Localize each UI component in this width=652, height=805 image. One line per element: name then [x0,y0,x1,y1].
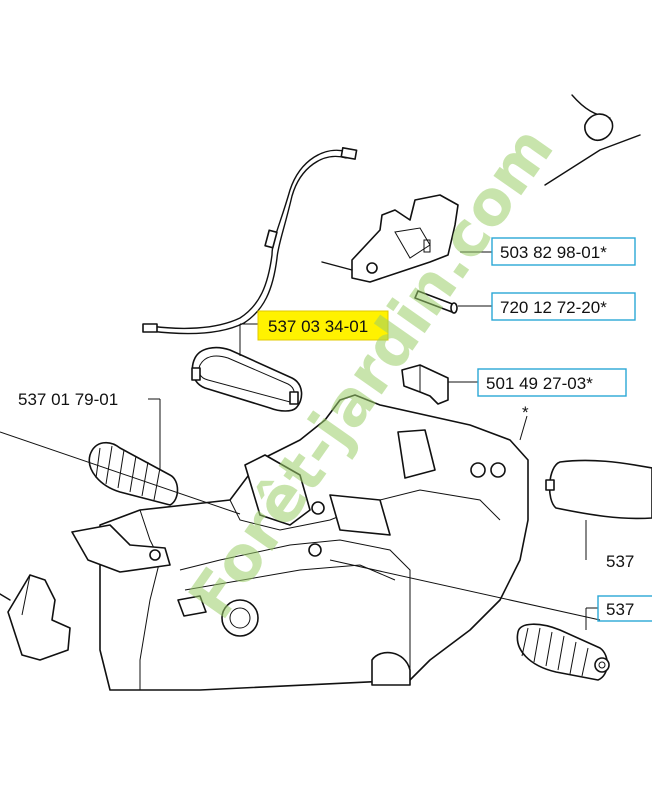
callout-spring-right[interactable]: 537 [597,595,652,622]
bracket-left [0,574,71,661]
top-right-fragment [544,94,641,186]
callout-highlight [257,310,389,341]
asterisk-marker: * [522,403,529,422]
throttle-cable [142,147,358,335]
callout-box [491,292,636,321]
spring-left [88,441,179,506]
spring-right [516,623,610,681]
callout-clip-label: 501 49 27-03* [486,374,593,393]
leader-lines [0,251,601,630]
callout-cable[interactable]: 537 03 34-01 [257,310,389,341]
callout-spring-right-label: 537 [606,600,634,619]
callout-spring-left[interactable]: 537 01 79-01 [18,390,118,409]
callout-handle-right-label: 537 [606,552,634,571]
callout-handle-right[interactable]: 537 [606,552,634,571]
pin [414,290,458,314]
handle-cover [191,346,303,412]
clip [401,364,449,405]
callout-pin[interactable]: 720 12 72-20* [491,292,636,321]
buffer-left [71,524,171,573]
callout-clip[interactable]: 501 49 27-03* [477,368,627,397]
throttle-pawl [321,194,459,283]
callout-box [491,237,636,266]
main-housing [99,394,529,691]
callout-pawl-label: 503 82 98-01* [500,243,607,262]
callout-pin-label: 720 12 72-20* [500,298,607,317]
callout-pawl[interactable]: 503 82 98-01* [491,237,636,266]
callout-cable-label: 537 03 34-01 [268,317,368,336]
rear-handle-right [545,459,652,520]
callout-box [597,595,652,622]
callout-spring-left-label: 537 01 79-01 [18,390,118,409]
callout-box [477,368,627,397]
asterisk-label: * [522,403,529,422]
